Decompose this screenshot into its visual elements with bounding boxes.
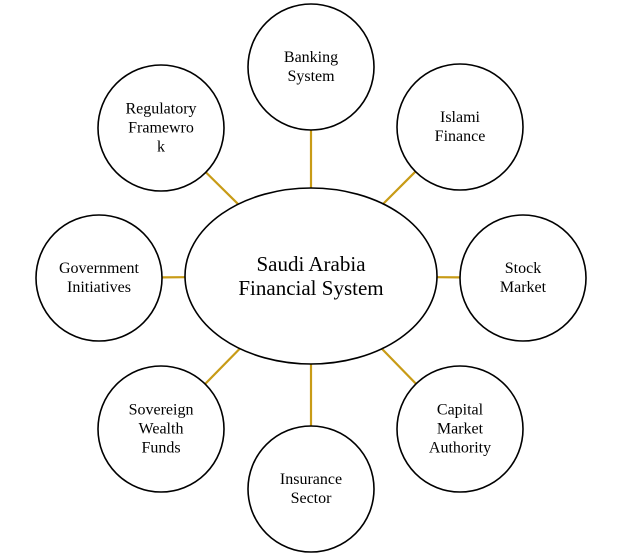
connectors bbox=[161, 130, 461, 426]
sovereign-wealth-funds-label-line-3: Funds bbox=[141, 440, 180, 457]
banking-system-label-line-1: Banking bbox=[284, 49, 338, 66]
government-initiatives-label-line-1: Government bbox=[59, 260, 140, 277]
regulatory-framework-label-line-3: k bbox=[157, 139, 165, 156]
regulatory-framework-label-line-2: Framewro bbox=[128, 120, 194, 137]
insurance-sector-label-line-2: Sector bbox=[291, 490, 333, 507]
insurance-sector-label-line-1: Insurance bbox=[280, 471, 342, 488]
center-ellipse bbox=[184, 187, 438, 365]
stock-market-label-line-2: Market bbox=[500, 279, 547, 296]
islami-finance-label-line-1: Islami bbox=[440, 109, 481, 126]
node-circle-government-initiatives bbox=[35, 214, 163, 342]
node-circle-regulatory-framework bbox=[97, 64, 225, 192]
node-circle-insurance-sector bbox=[247, 425, 375, 553]
government-initiatives-label-line-2: Initiatives bbox=[67, 279, 131, 296]
node-circle-islami-finance bbox=[396, 63, 524, 191]
regulatory-framework-label-line-1: Regulatory bbox=[125, 101, 196, 118]
stock-market-label-line-1: Stock bbox=[505, 260, 541, 277]
node-circle-stock-market bbox=[459, 214, 587, 342]
center-label-line-2: Financial System bbox=[238, 276, 383, 300]
connector-sovereign-wealth-funds bbox=[204, 347, 241, 385]
node-circle-capital-market-authority bbox=[396, 365, 524, 493]
sovereign-wealth-funds-label-line-1: Sovereign bbox=[129, 402, 194, 419]
connector-capital-market-authority bbox=[381, 347, 417, 385]
capital-market-authority-label-line-2: Market bbox=[437, 421, 484, 438]
capital-market-authority-label-line-3: Authority bbox=[429, 440, 491, 457]
nodes: BankingSystemIslamiFinanceStockMarketCap… bbox=[35, 3, 587, 553]
banking-system-label-line-2: System bbox=[287, 68, 335, 85]
node-circle-banking-system bbox=[247, 3, 375, 131]
connector-regulatory-framework bbox=[205, 171, 239, 205]
capital-market-authority-label-line-1: Capital bbox=[437, 402, 484, 419]
sovereign-wealth-funds-label-line-2: Wealth bbox=[139, 421, 184, 438]
center-label-line-1: Saudi Arabia bbox=[256, 252, 366, 276]
islami-finance-label-line-2: Finance bbox=[435, 128, 486, 145]
connector-islami-finance bbox=[382, 170, 417, 205]
node-circle-sovereign-wealth-funds bbox=[97, 365, 225, 493]
